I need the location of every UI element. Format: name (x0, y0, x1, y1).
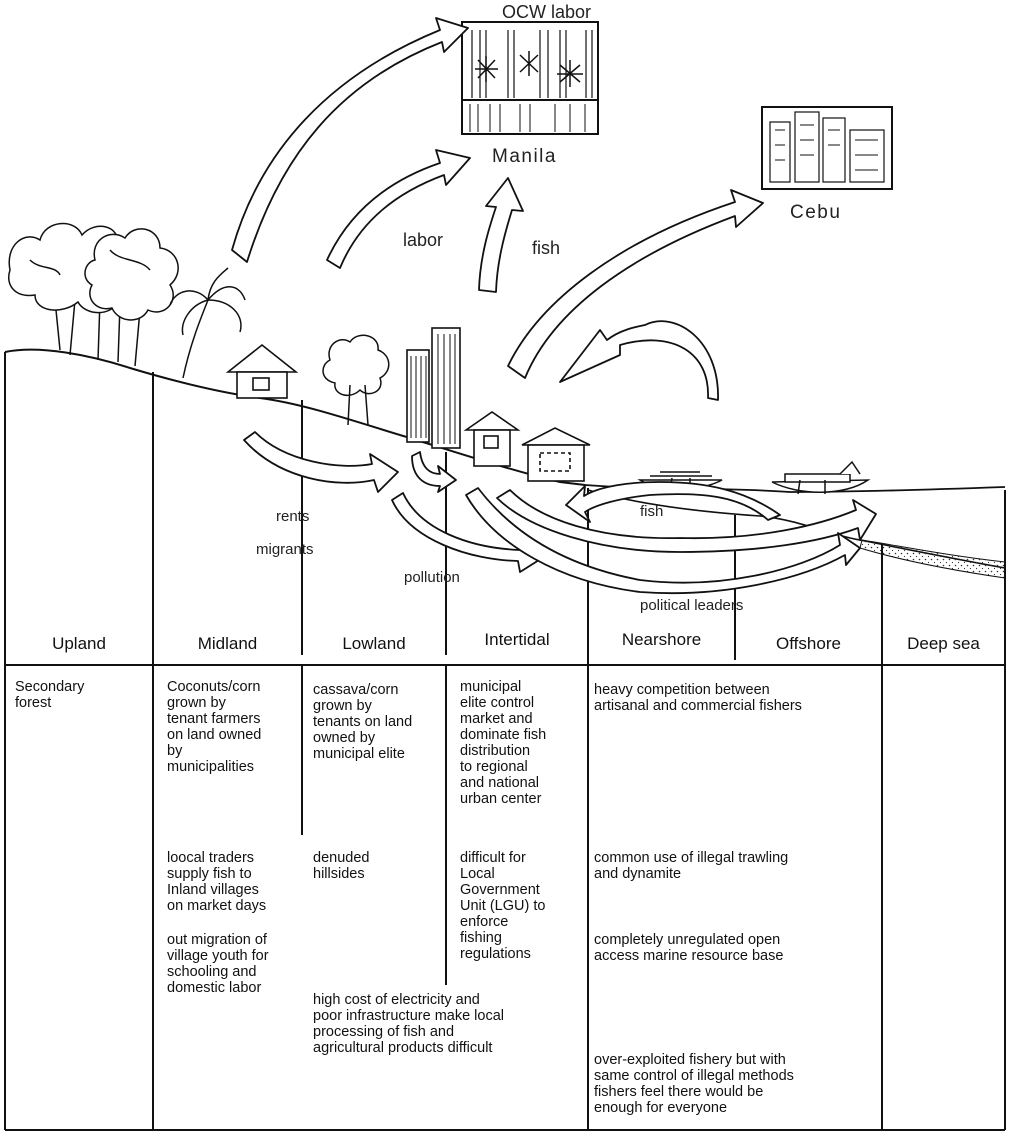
cell-intertidal-1: municipal elite control market and domin… (460, 679, 547, 807)
zone-midland: Midland (197, 634, 258, 653)
intertidal-houses-illustration (463, 411, 591, 482)
political-leaders-arrow (465, 487, 861, 595)
zone-offshore: Offshore (776, 634, 841, 653)
nearshore-fish-label: fish (640, 503, 664, 520)
cell-lowland-intertidal-span: high cost of electricity and poor infras… (313, 992, 504, 1056)
lowland-towers-illustration (406, 327, 461, 449)
ocw-labor-arrow (231, 17, 469, 263)
cell-intertidal-2: difficult for Local Government Unit (LGU… (460, 850, 546, 962)
cell-nearshore-3: completely unregulated open access marin… (594, 932, 784, 964)
manila-label: Manila (492, 146, 557, 167)
rents-migrants-arrow (243, 431, 399, 493)
cebu-label: Cebu (790, 202, 842, 223)
return-loop-arrow (559, 320, 719, 401)
migrants-flow-label: migrants (256, 541, 314, 558)
cell-midland-3: out migration of village youth for schoo… (167, 932, 269, 996)
cell-midland-2: loocal traders supply fish to Inland vil… (167, 850, 267, 914)
pollution-arrow (391, 492, 548, 573)
pollution-flow-label: pollution (404, 569, 460, 586)
cell-lowland-1: cassava/corn grown by tenants on land ow… (313, 682, 413, 762)
cell-upland-1: Secondary forest (15, 679, 85, 711)
palm-tree-illustration (169, 267, 246, 379)
cell-lowland-2: denuded hillsides (313, 850, 370, 882)
cell-nearshore-2: common use of illegal trawling and dynam… (594, 850, 789, 882)
labor-arrow (326, 149, 471, 269)
offshore-boat-illustration (771, 460, 871, 495)
rents-flow-label: rents (276, 508, 310, 525)
cell-nearshore-1: heavy competition between artisanal and … (594, 682, 802, 714)
cell-nearshore-4: over-exploited fishery but with same con… (594, 1052, 794, 1116)
fish-return-arrow (496, 489, 877, 553)
lowland-to-intertidal-arrow (411, 451, 457, 493)
zone-upland: Upland (52, 634, 106, 653)
lowland-tree-illustration (322, 334, 390, 426)
cebu-buildings-illustration (761, 106, 893, 190)
zone-intertidal: Intertidal (484, 630, 550, 649)
flow-arrows (231, 17, 877, 595)
zone-nearshore: Nearshore (621, 630, 702, 649)
midland-house-illustration (225, 343, 299, 399)
nearshore-fish-arrow (565, 481, 781, 523)
fish-flow-label: fish (532, 238, 561, 258)
zone-lowland: Lowland (342, 634, 406, 653)
zone-deep-sea: Deep sea (907, 634, 980, 653)
manila-buildings-illustration (461, 21, 599, 135)
ocw-labor-label: OCW labor (502, 2, 592, 22)
labor-flow-label: labor (403, 230, 444, 250)
upland-forest-illustration (8, 222, 179, 367)
fish-to-cebu-arrow (507, 189, 764, 379)
fish-to-manila-arrow (478, 177, 524, 293)
political-leaders-label: political leaders (640, 597, 744, 614)
cell-midland-1: Coconuts/corn grown by tenant farmers on… (167, 679, 262, 775)
